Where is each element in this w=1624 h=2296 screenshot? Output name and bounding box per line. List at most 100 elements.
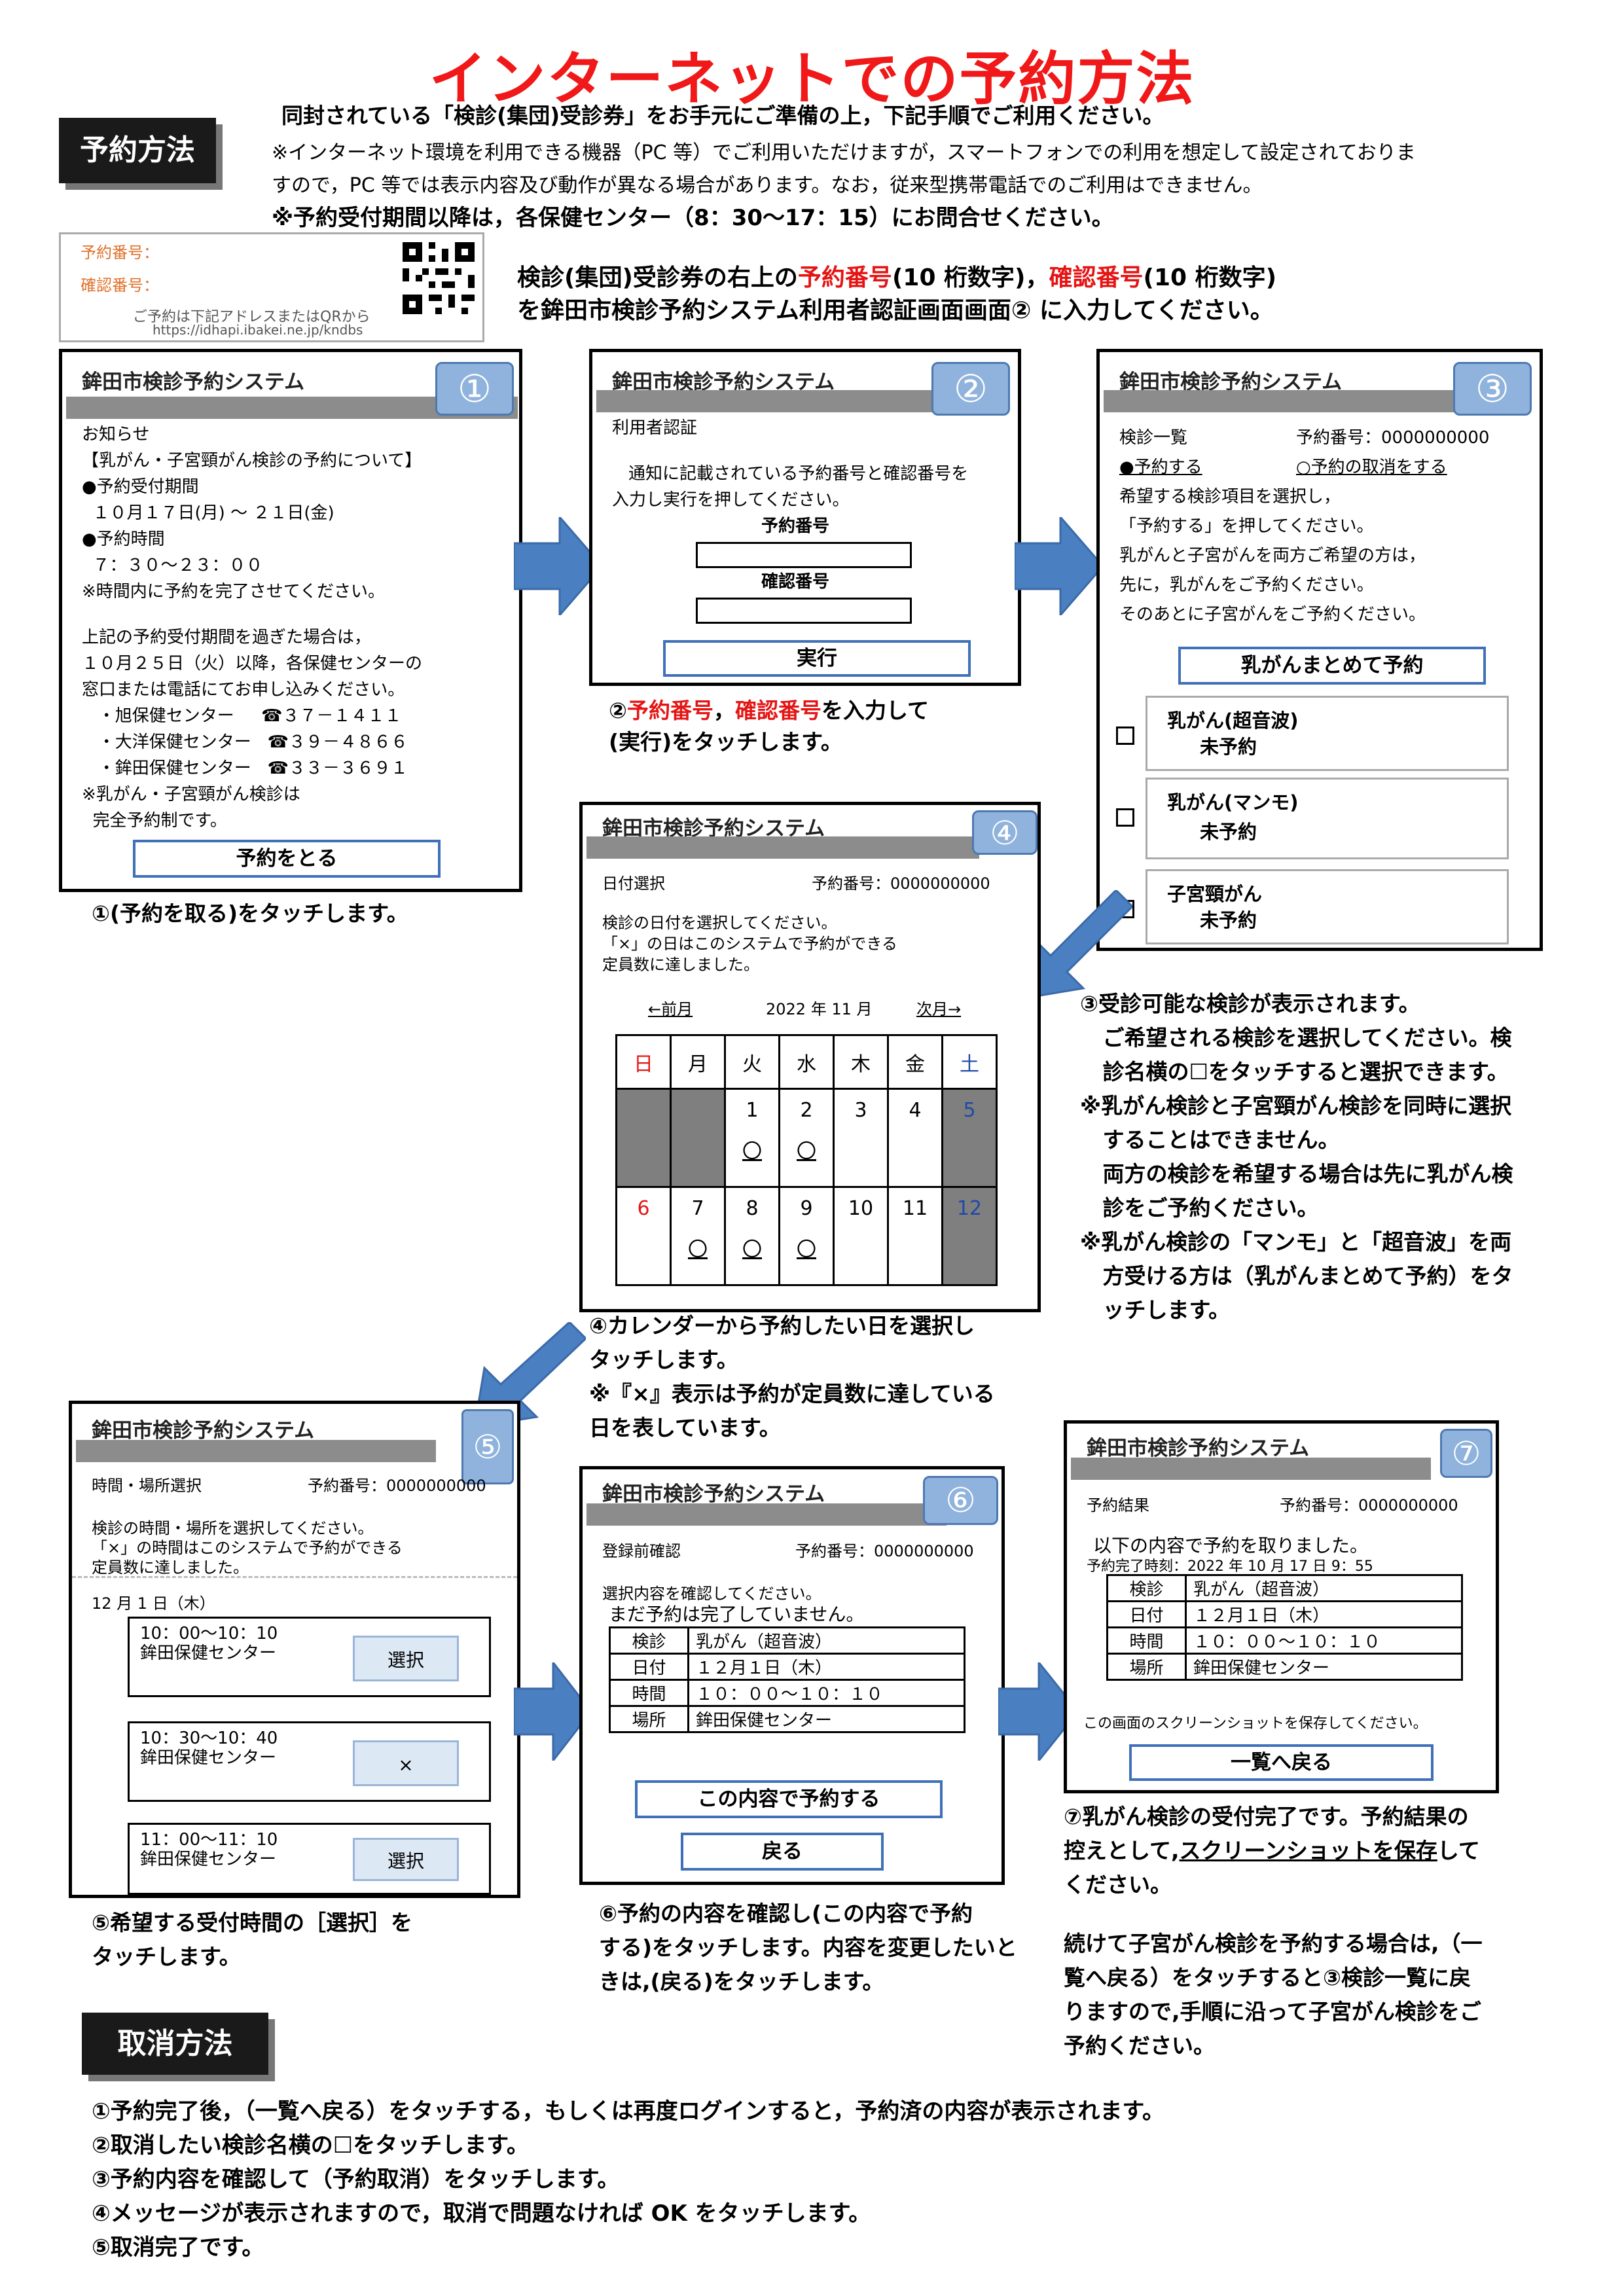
cancel-step: ①予約完了後，（一覧へ戻る）をタッチする，もしくは再度ログインすると，予約済の内… <box>92 2098 1165 2125</box>
step3-caption: 両方の検診を希望する場合は先に乳がん検 <box>1080 1161 1513 1187</box>
reservation-number: 予約番号：0000000000 <box>795 1542 974 1560</box>
page-title: インターネットでの予約方法 <box>429 45 1195 113</box>
ticket-no-label: 予約番号： <box>81 243 159 262</box>
weekday-tue: 火 <box>724 1034 780 1090</box>
section-cancel-label: 取消方法 <box>82 2013 268 2075</box>
reservation-number-input[interactable] <box>696 542 912 568</box>
header-bar <box>586 836 979 859</box>
step7-caption: 続けて子宮がん検診を予約する場合は,（一 <box>1064 1931 1483 1956</box>
back-button[interactable]: 戻る <box>681 1833 884 1871</box>
system-name: 鉾田市検診予約システム <box>1087 1437 1310 1460</box>
exam-list-text: 先に，乳がんをご予約ください。 <box>1119 575 1374 595</box>
time-select-heading: 時間・場所選択 <box>92 1477 202 1495</box>
step5-caption: タッチします。 <box>92 1944 241 1969</box>
confirm-text: 選択内容を確認してください。 <box>602 1585 821 1603</box>
exam-option-mammo[interactable]: 乳がん(マンモ) 未予約 <box>1146 778 1509 859</box>
ticket-conf-label: 確認番号： <box>81 276 159 295</box>
auth-text: 通知に記載されている予約番号と確認番号を <box>628 464 969 484</box>
arrow-down-left-icon <box>1023 890 1132 999</box>
step6-caption: ⑥予約の内容を確認し(この内容で予約 <box>599 1901 973 1926</box>
step-number-5: ⑤ <box>461 1409 514 1484</box>
notice-line: 上記の予約受付期間を過ぎた場合は， <box>82 628 372 647</box>
step-number-6: ⑥ <box>923 1476 998 1525</box>
screen-5-time-select: 鉾田市検診予約システム ⑤ 時間・場所選択 予約番号：0000000000 検診… <box>69 1401 520 1898</box>
link-cancel[interactable]: ○予約の取消をする <box>1296 457 1447 477</box>
notice-line: ※時間内に予約を完了させてください。 <box>82 582 386 601</box>
step7-caption: ⑦乳がん検診の受付完了です。予約結果の <box>1064 1804 1469 1829</box>
slot-place: 鉾田保健センター <box>140 1850 277 1869</box>
next-month-link[interactable]: 次月→ <box>916 1000 962 1018</box>
slot-place: 鉾田保健センター <box>140 1643 277 1663</box>
back-to-list-button[interactable]: 一覧へ戻る <box>1129 1744 1434 1781</box>
confirm-heading: 登録前確認 <box>602 1542 681 1560</box>
step3-caption: ※乳がん検診の「マンモ」と「超音波」を両 <box>1080 1229 1512 1255</box>
screenshot-note: この画面のスクリーンショットを保存してください。 <box>1083 1715 1428 1732</box>
step4-caption: ④カレンダーから予約したい日を選択し <box>589 1313 975 1338</box>
calendar-day: 11 <box>887 1186 943 1286</box>
intro-line2: ※インターネット環境を利用できる機器（PC 等）でご利用いただけますが，スマート… <box>272 141 1416 164</box>
exam-checkbox[interactable] <box>1116 808 1134 827</box>
slot-select-button[interactable]: 選択 <box>353 1838 459 1881</box>
screen-2-auth: 鉾田市検診予約システム ② 利用者認証 通知に記載されている予約番号と確認番号を… <box>589 349 1021 686</box>
exam-option-ultrasound[interactable]: 乳がん(超音波) 未予約 <box>1146 696 1509 771</box>
slot-select-button[interactable]: 選択 <box>353 1636 459 1681</box>
system-name: 鉾田市検診予約システム <box>82 370 305 394</box>
step-number-2: ② <box>931 362 1010 416</box>
calendar-day: 6 <box>615 1186 672 1286</box>
system-name: 鉾田市検診予約システム <box>92 1419 315 1443</box>
available-mark: 〇 <box>797 1140 816 1163</box>
exam-checkbox[interactable] <box>1116 726 1134 745</box>
confirmation-number-input[interactable] <box>696 598 912 624</box>
ticket-desc-line2: を鉾田市検診予約システム利用者認証画面画面② に入力してください。 <box>517 297 1274 324</box>
notice-line: ●予約時間 <box>82 529 165 549</box>
link-reserve[interactable]: ●予約する <box>1119 457 1202 477</box>
step4-caption: ※『×』表示は予約が定員数に達している <box>589 1381 995 1407</box>
header-bar <box>1104 390 1460 412</box>
arrow-right-icon <box>514 517 604 615</box>
step6-caption: する)をタッチします。内容を変更したいと <box>599 1935 1017 1960</box>
step3-caption: 方受ける方は（乳がんまとめて予約）をタ <box>1080 1263 1513 1289</box>
header-bar <box>596 390 953 412</box>
time-slot: 10：30～10：40 鉾田保健センター × <box>128 1721 491 1802</box>
breast-combined-reserve-button[interactable]: 乳がんまとめて予約 <box>1178 647 1486 685</box>
notice-line: ・鉾田保健センター ☎３３－３６９１ <box>82 759 408 778</box>
screen-4-date-select: 鉾田市検診予約システム ④ 日付選択 予約番号：0000000000 検診の日付… <box>579 802 1041 1312</box>
confirm-reserve-button[interactable]: この内容で予約する <box>635 1780 943 1818</box>
time-select-text: 「×」の時間はこのシステムで予約ができる <box>92 1539 403 1557</box>
header-bar <box>586 1503 947 1526</box>
slot-place: 鉾田保健センター <box>140 1748 277 1768</box>
step6-caption: きは,(戻る)をタッチします。 <box>599 1969 884 1994</box>
execute-button[interactable]: 実行 <box>663 640 971 677</box>
exam-status: 未予約 <box>1200 909 1257 931</box>
notice-line: ・旭保健センター ☎３７－１４１１ <box>82 706 402 726</box>
calendar-day: 10 <box>833 1186 889 1286</box>
calendar-day: 4 <box>887 1088 943 1188</box>
notice-line: １０月２５日（火）以降，各保健センターの <box>82 654 423 673</box>
date-select-text: 「×」の日はこのシステムで予約ができる <box>602 935 897 953</box>
exam-name: 子宮頸がん <box>1167 883 1263 905</box>
step3-caption: することはできません。 <box>1080 1127 1340 1153</box>
result-time: 予約完了時刻：2022 年 10 月 17 日 9：55 <box>1087 1558 1373 1575</box>
result-text: 以下の内容で予約を取りました。 <box>1093 1535 1369 1556</box>
step-number-7: ⑦ <box>1440 1429 1492 1478</box>
time-select-text: 検診の時間・場所を選択してください。 <box>92 1519 374 1537</box>
take-reservation-button[interactable]: 予約をとる <box>133 840 441 878</box>
step2-caption-line2: (実行)をタッチします。 <box>609 729 842 755</box>
time-select-text: 定員数に達しました。 <box>92 1558 249 1577</box>
screen-6-confirm: 鉾田市検診予約システム ⑥ 登録前確認 予約番号：0000000000 選択内容… <box>579 1466 1005 1885</box>
cancel-step: ④メッセージが表示されますので，取消で問題なければ OK をタッチします。 <box>92 2200 871 2227</box>
section-reserve-label: 予約方法 <box>59 118 216 183</box>
cancel-step: ⑤取消完了です。 <box>92 2234 264 2261</box>
prev-month-link[interactable]: ←前月 <box>648 1000 693 1018</box>
exam-option-cervical[interactable]: 子宮頸がん 未予約 <box>1146 869 1509 944</box>
step-number-1: ① <box>435 362 514 416</box>
exam-list-text: 乳がんと子宮がんを両方ご希望の方は， <box>1119 546 1426 565</box>
calendar-day-empty <box>670 1088 726 1188</box>
header-bar <box>1071 1458 1431 1480</box>
